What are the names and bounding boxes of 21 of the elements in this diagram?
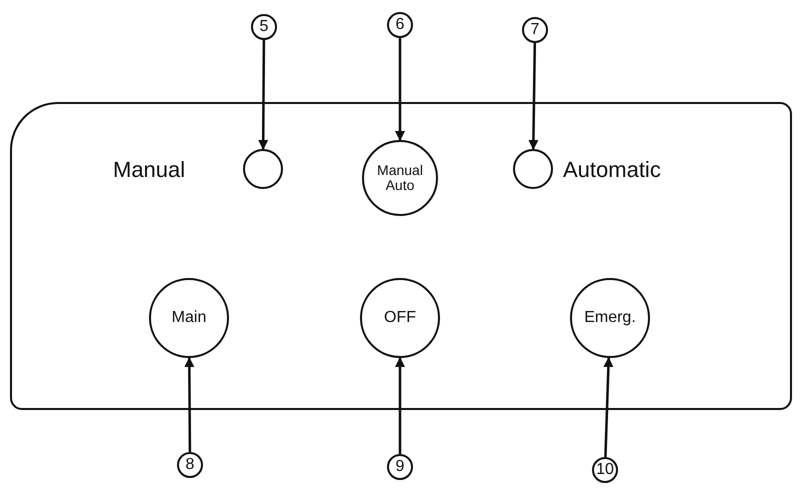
panel-label: Manual bbox=[113, 157, 186, 183]
callout-number: 9 bbox=[387, 454, 413, 480]
panel-label: Automatic bbox=[563, 157, 661, 183]
leader-line bbox=[258, 40, 268, 150]
indicator-lamp bbox=[243, 149, 283, 189]
push-button: Main bbox=[149, 278, 229, 358]
leader-line bbox=[395, 357, 405, 454]
selector-switch: Manual Auto bbox=[362, 140, 438, 216]
leader-line bbox=[184, 357, 194, 452]
control-panel bbox=[10, 102, 792, 410]
callout-number: 7 bbox=[522, 17, 548, 43]
callout-number: 10 bbox=[592, 457, 618, 483]
push-button: Emerg. bbox=[570, 278, 650, 358]
leader-line bbox=[395, 38, 405, 141]
leader-line bbox=[528, 42, 538, 150]
push-button: OFF bbox=[360, 278, 440, 358]
leader-line bbox=[603, 356, 614, 458]
callout-number: 5 bbox=[251, 14, 277, 40]
callout-number: 8 bbox=[177, 452, 203, 478]
indicator-lamp bbox=[513, 149, 553, 189]
callout-number: 6 bbox=[387, 12, 413, 38]
